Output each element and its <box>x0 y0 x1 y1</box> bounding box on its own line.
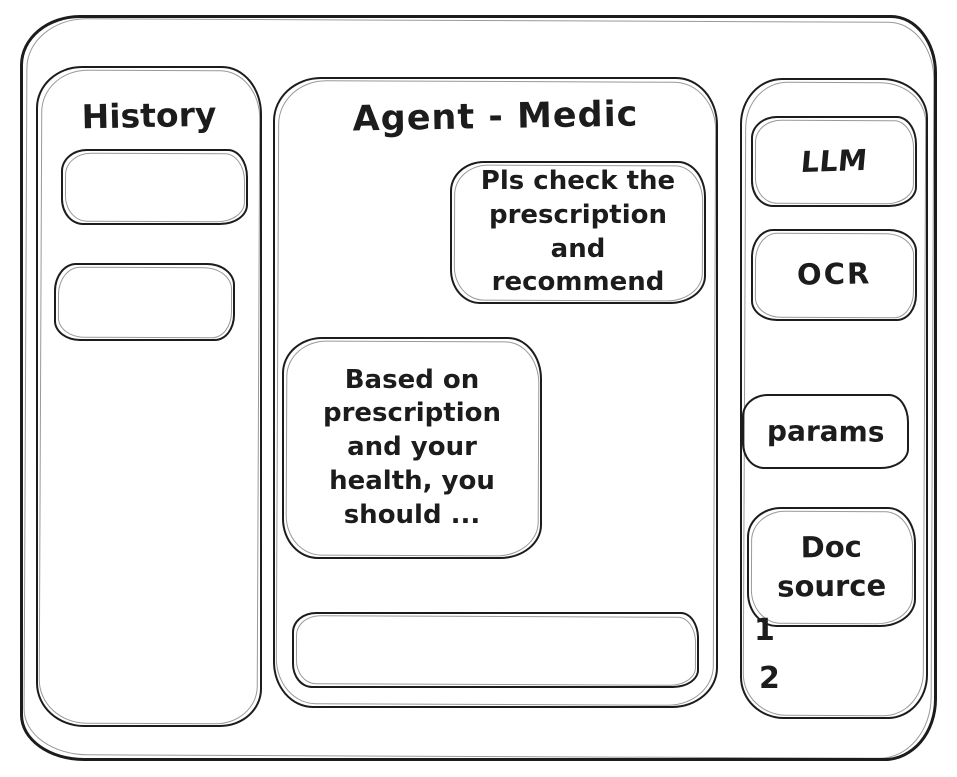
tools-panel: LLM OCR params Doc source 1 2 <box>740 78 928 719</box>
app-frame: History Agent - Medic Pls check the pres… <box>20 15 937 761</box>
llm-button[interactable]: LLM <box>751 116 917 207</box>
doc-source-item[interactable]: 2 <box>759 661 780 696</box>
doc-source-button-label: Doc source <box>777 529 887 604</box>
chat-panel: Agent - Medic Pls check the prescription… <box>273 77 718 708</box>
chat-title: Agent - Medic <box>352 94 639 140</box>
doc-source-button[interactable]: Doc source <box>747 507 916 627</box>
ocr-button-label: OCR <box>796 256 872 293</box>
llm-button-label: LLM <box>799 142 869 180</box>
history-title: History <box>81 94 217 137</box>
message-input[interactable] <box>304 618 687 682</box>
params-button-label: params <box>766 413 885 449</box>
params-button[interactable]: params <box>742 394 909 469</box>
history-item[interactable] <box>61 149 248 225</box>
ocr-button[interactable]: OCR <box>751 229 917 321</box>
assistant-message-bubble: Based on prescription and your health, y… <box>282 337 542 559</box>
message-input-box[interactable] <box>292 612 699 688</box>
history-item[interactable] <box>54 263 235 341</box>
user-message-bubble: Pls check the prescription and recommend <box>450 161 706 304</box>
doc-source-item[interactable]: 1 <box>754 613 775 648</box>
history-panel: History <box>36 66 262 727</box>
